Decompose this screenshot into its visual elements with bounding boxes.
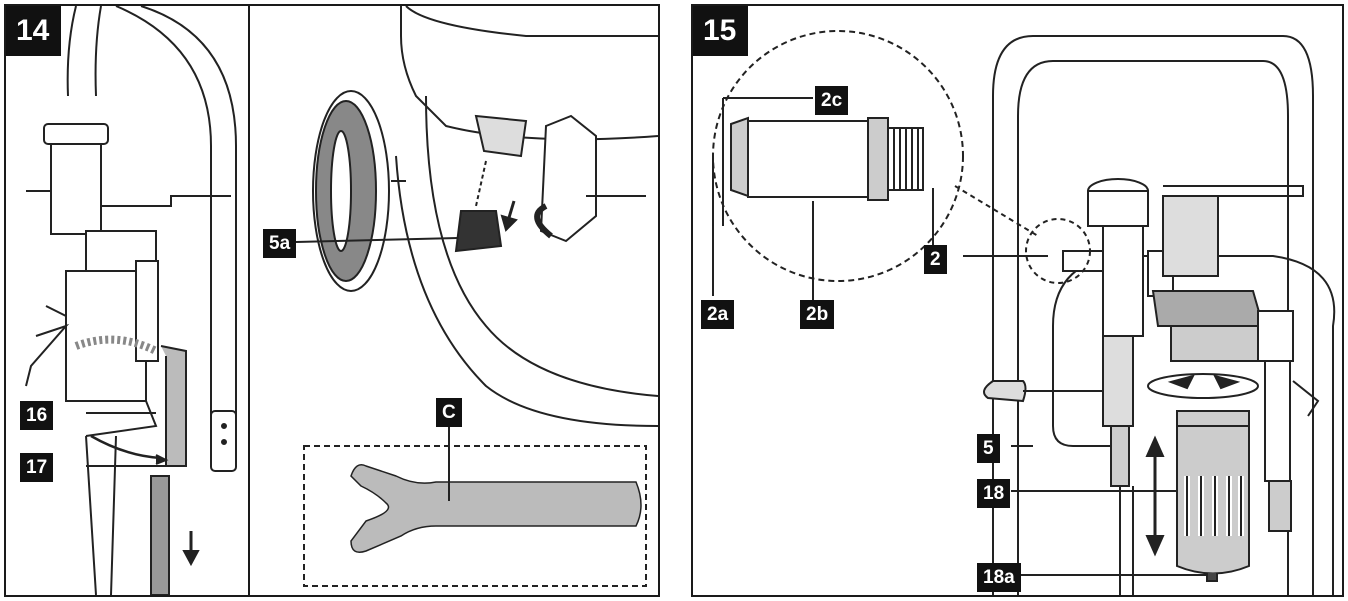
figure-15-illustration [712,30,1336,595]
sub-panel-divider [248,6,250,595]
label-16: 16 [20,401,54,430]
label-17: 17 [20,453,54,482]
step-number: 14 [6,6,62,56]
figure-14-panel: 14 16 17 5a C [4,4,660,597]
step-number: 15 [693,6,749,56]
label-5a: 5a [263,229,297,258]
label-2a: 2a [701,300,735,329]
label-2c: 2c [815,86,849,115]
label-2: 2 [924,245,947,274]
figure-14-illustration [25,6,658,595]
label-2b: 2b [800,300,835,329]
figure-15-panel: 15 2c 2 2a 2b 5 18 18a [691,4,1344,597]
label-18: 18 [977,479,1011,508]
label-5: 5 [977,434,1000,463]
label-18a: 18a [977,563,1021,592]
label-c: C [436,398,462,427]
